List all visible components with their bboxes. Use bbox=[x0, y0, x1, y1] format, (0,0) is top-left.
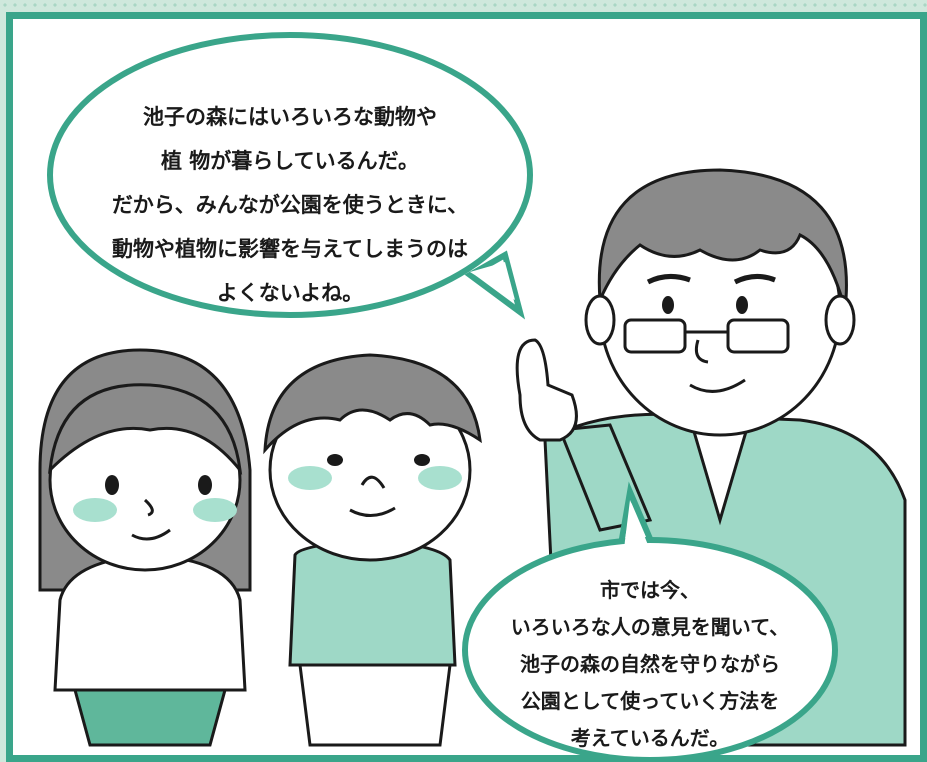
speech-bubble-top bbox=[47, 32, 533, 320]
speech-top-line: 池子の森にはいろいろな動物や bbox=[143, 105, 437, 129]
speech-top-text: 池子の森にはいろいろな動物や 植 物が暮らしているんだ。 だから、みんなが公園を… bbox=[70, 95, 510, 315]
speech-bottom-text: 市では今、 いろいろな人の意見を聞いて、 池子の森の自然を守りながら 公園として… bbox=[470, 572, 830, 757]
speech-bubble-bottom bbox=[462, 481, 838, 760]
speech-bottom-line: 公園として使っていく方法を bbox=[520, 689, 780, 713]
speech-top-line: 植 物が暮らしているんだ。 bbox=[160, 149, 420, 173]
girl-character bbox=[38, 348, 252, 747]
speech-bottom-line: 池子の森の自然を守りながら bbox=[520, 652, 780, 676]
speech-bottom-line: いろいろな人の意見を聞いて、 bbox=[510, 615, 790, 639]
dotted-top-border bbox=[0, 0, 927, 12]
speech-bottom-line: 考えているんだ。 bbox=[570, 726, 730, 750]
boy-character bbox=[263, 353, 482, 747]
speech-top-line: 動物や植物に影響を与えてしまうのは bbox=[112, 237, 468, 261]
speech-top-line: よくないよね。 bbox=[216, 281, 364, 305]
speech-top-line: だから、みんなが公園を使うときに、 bbox=[111, 193, 469, 217]
speech-bottom-line: 市では今、 bbox=[600, 578, 700, 602]
